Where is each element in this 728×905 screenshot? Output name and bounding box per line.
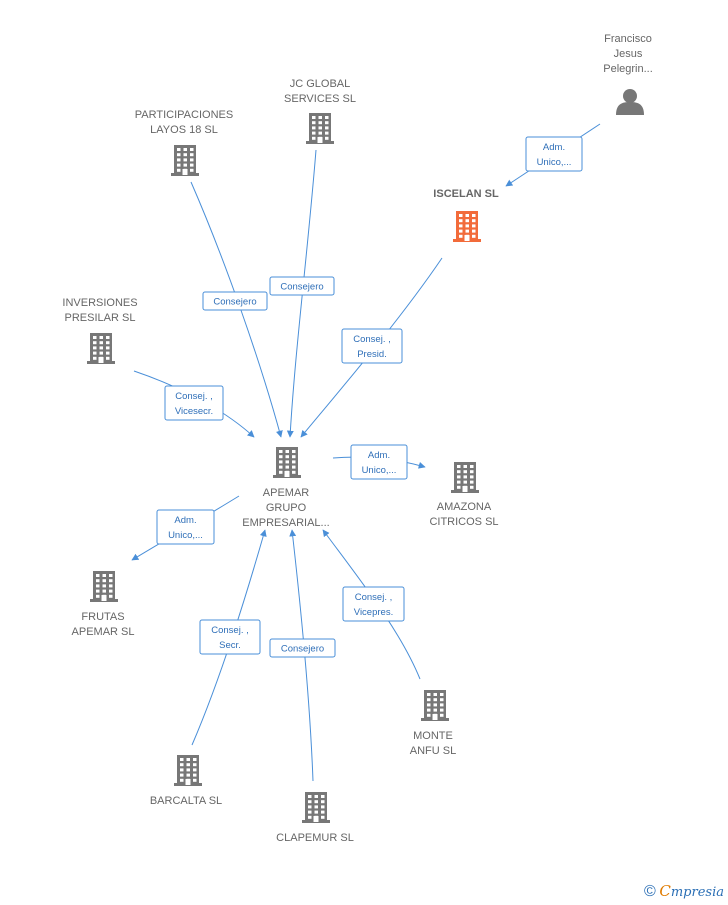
edge-label-box bbox=[156, 509, 215, 545]
node-label: FRUTAS bbox=[81, 611, 124, 623]
edge-label-monte-apemar[interactable]: Consej. , Vicepres. bbox=[342, 586, 405, 622]
node-label: ANFU SL bbox=[410, 745, 456, 757]
copyright-icon: © bbox=[643, 883, 656, 900]
edge-label-box bbox=[269, 276, 335, 296]
edge-jcglobal-apemar bbox=[286, 149, 317, 438]
node-barcalta[interactable]: BARCALTA SL bbox=[150, 755, 222, 807]
node-label: JC GLOBAL bbox=[290, 78, 351, 90]
node-label: EMPRESARIAL... bbox=[242, 517, 329, 529]
node-label: LAYOS 18 SL bbox=[150, 124, 218, 136]
node-label: ISCELAN SL bbox=[433, 188, 499, 200]
edge-label-text: Consej. , bbox=[353, 334, 391, 345]
node-label: BARCALTA SL bbox=[150, 795, 222, 807]
building-icon bbox=[174, 755, 202, 786]
node-label: Francisco bbox=[604, 33, 652, 45]
node-label: SERVICES SL bbox=[284, 93, 356, 105]
node-francisco[interactable]: FranciscoJesusPelegrin... bbox=[603, 33, 653, 115]
node-frutas[interactable]: FRUTAS APEMAR SL bbox=[72, 571, 135, 638]
node-label: Pelegrin... bbox=[603, 63, 653, 75]
edge-label-text: Secr. bbox=[219, 640, 241, 651]
edge-label-inversiones-apemar[interactable]: Consej. , Vicesecr. bbox=[164, 385, 224, 421]
node-participaciones[interactable]: PARTICIPACIONES LAYOS 18 SL bbox=[135, 109, 233, 176]
edge-label-text: Unico,... bbox=[362, 465, 397, 476]
building-icon bbox=[453, 211, 481, 242]
node-label: PRESILAR SL bbox=[65, 312, 136, 324]
node-label: AMAZONA bbox=[437, 501, 492, 513]
building-icon bbox=[273, 447, 301, 478]
edge-label-text: Vicepres. bbox=[354, 607, 393, 618]
node-inversiones[interactable]: INVERSIONES PRESILAR SL bbox=[62, 297, 138, 364]
node-label: INVERSIONES bbox=[62, 297, 137, 309]
brand-footer[interactable]: © Cmpresia bbox=[644, 882, 724, 901]
edge-label-text: Presid. bbox=[357, 349, 387, 360]
building-icon bbox=[306, 113, 334, 144]
building-icon bbox=[302, 792, 330, 823]
node-clapemur[interactable]: CLAPEMUR SL bbox=[276, 792, 354, 844]
edge-label-participaciones-apemar[interactable]: Consejero bbox=[202, 291, 268, 311]
edge-label-text: Vicesecr. bbox=[175, 406, 213, 417]
edge-label-clapemur-apemar[interactable]: Consejero bbox=[269, 638, 336, 658]
brand-name: mpresia bbox=[670, 885, 724, 900]
node-iscelan[interactable]: ISCELAN SL bbox=[433, 188, 499, 242]
edge-label-text: Adm. bbox=[174, 515, 196, 526]
edge-label-text: Adm. bbox=[368, 450, 390, 461]
edge-label-box bbox=[350, 444, 408, 480]
brand-initial: C bbox=[659, 882, 671, 900]
node-label: GRUPO bbox=[266, 502, 307, 514]
edge-label-text: Unico,... bbox=[537, 157, 572, 168]
edge-label-text: Consej. , bbox=[211, 625, 249, 636]
edge-label-barcalta-apemar[interactable]: Consej. , Secr. bbox=[199, 619, 261, 655]
node-label: MONTE bbox=[413, 730, 453, 742]
node-label: CLAPEMUR SL bbox=[276, 832, 354, 844]
edge-label-iscelan-apemar[interactable]: Consej. , Presid. bbox=[341, 328, 403, 364]
edge-label-jcglobal-apemar[interactable]: Consejero bbox=[269, 276, 335, 296]
node-amazona[interactable]: AMAZONA CITRICOS SL bbox=[429, 462, 499, 528]
edge-label-text: Consejero bbox=[280, 282, 323, 293]
node-apemar[interactable]: APEMAR GRUPO EMPRESARIAL... bbox=[242, 447, 330, 529]
node-label: Jesus bbox=[614, 48, 643, 60]
edge-label-text: Consej. , bbox=[175, 391, 213, 402]
edge-label-box bbox=[269, 638, 336, 658]
edge-label-box bbox=[202, 291, 268, 311]
person-icon bbox=[616, 89, 644, 115]
node-label: CITRICOS SL bbox=[429, 516, 498, 528]
node-jcglobal[interactable]: JC GLOBAL SERVICES SL bbox=[284, 78, 356, 144]
edge-label-box bbox=[525, 136, 583, 172]
edge-label-text: Consej. , bbox=[355, 592, 393, 603]
edge-label-box bbox=[342, 586, 405, 622]
node-label: PARTICIPACIONES bbox=[135, 109, 233, 121]
building-icon bbox=[90, 571, 118, 602]
node-label: APEMAR bbox=[263, 487, 310, 499]
edge-label-box bbox=[164, 385, 224, 421]
edge-label-francisco-iscelan[interactable]: Adm. Unico,... bbox=[525, 136, 583, 172]
edge-label-text: Adm. bbox=[543, 142, 565, 153]
edge-label-text: Consejero bbox=[281, 644, 324, 655]
node-label: APEMAR SL bbox=[72, 626, 135, 638]
edge-label-text: Consejero bbox=[213, 297, 256, 308]
building-icon bbox=[421, 690, 449, 721]
edge-label-box bbox=[341, 328, 403, 364]
edge-label-text: Unico,... bbox=[168, 530, 203, 541]
node-monte[interactable]: MONTE ANFU SL bbox=[410, 690, 456, 757]
edge-label-apemar-amazona[interactable]: Adm. Unico,... bbox=[350, 444, 408, 480]
building-icon bbox=[451, 462, 479, 493]
building-icon bbox=[171, 145, 199, 176]
edge-label-box bbox=[199, 619, 261, 655]
edge-label-apemar-frutas[interactable]: Adm. Unico,... bbox=[156, 509, 215, 545]
building-icon bbox=[87, 333, 115, 364]
